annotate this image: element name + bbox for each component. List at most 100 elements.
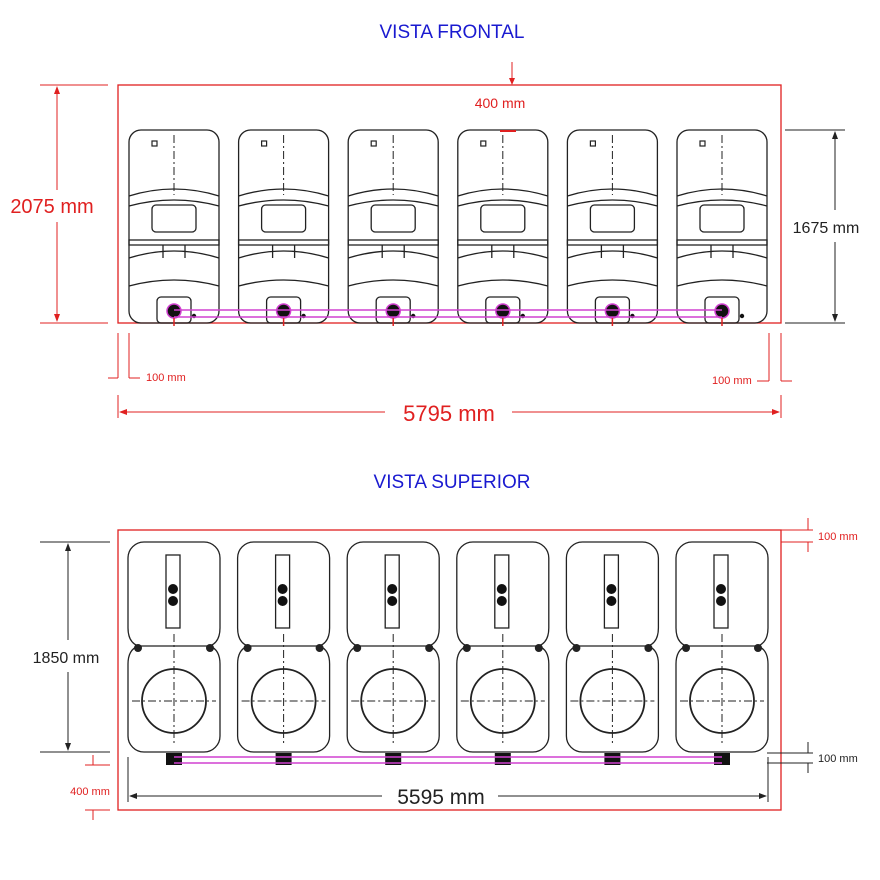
front-view: VISTA FRONTAL 2075 mm 1675 mm 400 mm [10,22,859,426]
vent-icon [480,140,487,147]
dim-front-clearance-label: 400 mm [70,786,110,798]
inlet-icon [496,596,507,606]
strap-bolt-icon [206,644,214,652]
vent-icon [151,140,158,147]
outlet-fitting-icon [166,753,182,765]
tank-outline [127,541,221,753]
front-view-title: VISTA FRONTAL [380,22,525,43]
tank-band [676,239,768,246]
front-tank [676,129,768,326]
tank-label-panel [151,204,197,233]
inlet-icon [606,596,617,606]
strap-bolt-icon [754,644,762,652]
outlet-valve-icon [385,303,401,319]
dim-total-height [40,84,108,324]
tank-outline [675,541,769,753]
front-tank [566,129,659,326]
front-tank [457,129,549,326]
strap-bolt-icon [353,644,362,652]
strap-bolt-icon [682,644,690,652]
front-pipe [174,309,722,318]
inlet-icon [716,596,726,606]
tank-rib [567,188,658,287]
strap-bolt-icon [315,644,324,652]
dim-total-height-label: 2075 mm [10,196,93,218]
fill-channel [494,554,510,629]
outlet-fitting-icon [385,753,402,765]
top-tank [565,541,660,765]
dim-tank-height [785,129,845,324]
inlet-icon [387,596,398,606]
dim-bottom-margin-label: 100 mm [818,753,858,765]
tank-rib [676,188,768,287]
outlet-fitting-icon [714,753,730,765]
dim-front-clearance [85,755,110,820]
dim-left-margin [108,333,140,379]
vent-icon [261,140,268,147]
fill-channel [274,554,291,629]
dim-top-margin [781,518,813,552]
dim-total-width [117,395,782,418]
tank-band [347,239,439,246]
tank-label-panel [589,204,636,233]
top-view: VISTA SUPERIOR 1850 mm 400 mm 5595 mm [33,472,858,820]
strap-bolt-icon [243,644,252,652]
inlet-icon [168,596,178,606]
tank-rib [457,188,548,287]
tank-label-panel [480,204,526,233]
tank-label-panel [260,204,307,233]
dim-right-margin [757,333,792,382]
strap-bolt-icon [572,644,581,652]
vent-icon [589,140,597,147]
outlet-valve-icon [166,303,182,319]
tank-label-panel [370,204,416,233]
strap-bolt-icon [462,644,471,652]
drain-plug-icon [739,313,745,319]
inlet-icon [277,596,288,606]
dim-right-margin-label: 100 mm [712,375,752,387]
top-view-title: VISTA SUPERIOR [374,472,531,493]
front-tank [347,129,439,326]
outlet-valve-icon [495,303,511,319]
front-tanks [128,129,768,326]
dim-left-margin-label: 100 mm [146,372,186,384]
tank-band [457,239,549,246]
inlet-icon [168,584,178,594]
inlet-icon [387,584,398,594]
tank-band [566,239,659,246]
dim-top-clearance [500,62,516,132]
inlet-icon [716,584,726,594]
outlet-valve-icon [714,303,730,319]
dim-width-label: 5595 mm [397,786,485,809]
dim-tank-height-label: 1675 mm [793,220,860,237]
dim-top-clearance-label: 400 mm [475,95,526,111]
outlet-fitting-icon [494,753,511,765]
top-tank [127,541,221,765]
top-tanks [127,541,769,765]
top-envelope-box [117,529,782,811]
fill-channel [165,554,181,629]
inlet-icon [606,584,617,594]
top-pipe [174,756,722,764]
dim-bottom-margin [767,742,813,773]
outlet-valve-icon [604,303,621,319]
top-tank [675,541,769,765]
front-tank [237,129,330,326]
tank-outline [456,541,550,753]
dim-top-margin-label: 100 mm [818,531,858,543]
strap-bolt-icon [425,644,434,652]
strap-bolt-icon [534,644,543,652]
top-tank [456,541,550,765]
tank-label-panel [699,204,745,233]
tank-outline [565,541,660,753]
strap-bolt-icon [644,644,653,652]
fill-channel [603,554,620,629]
tank-outline [346,541,440,753]
front-envelope-box [117,84,782,324]
dim-depth-label: 1850 mm [33,650,100,667]
outlet-valve-icon [275,303,292,319]
tank-outline [236,541,331,753]
dim-depth [40,541,110,753]
fill-channel [384,554,400,629]
